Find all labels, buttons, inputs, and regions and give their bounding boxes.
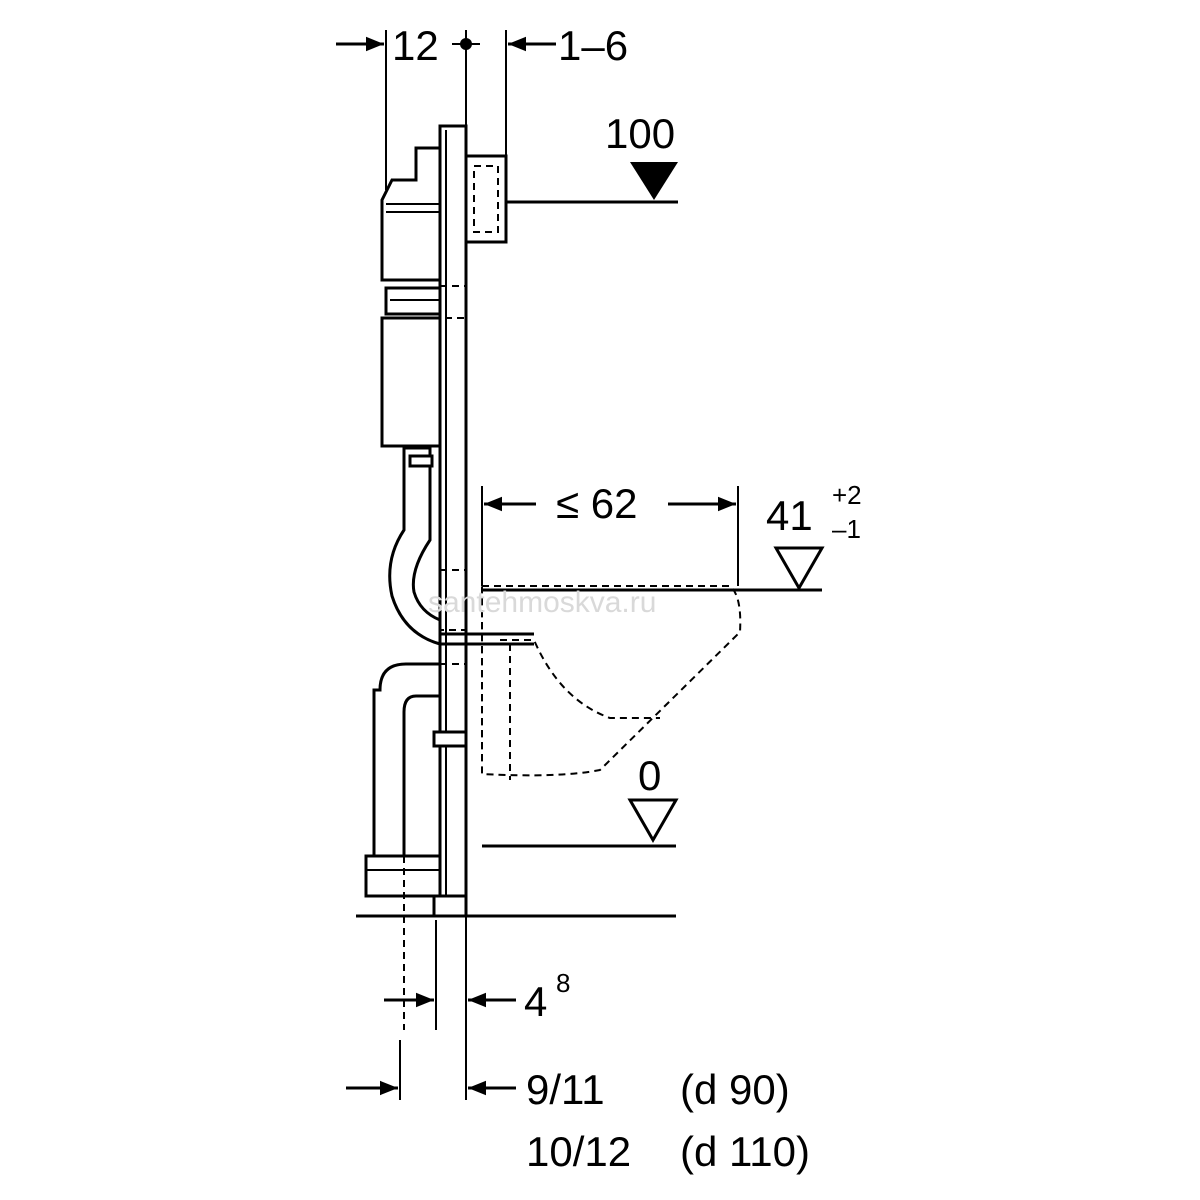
seat-height-marker: 41 +2 –1	[482, 480, 862, 592]
wc-bowl-outline	[481, 585, 742, 780]
watermark-text: santehmoskva.ru	[428, 586, 656, 619]
dim-d90-label: (d 90)	[680, 1066, 790, 1113]
dim-d110-label: (d 110)	[680, 1128, 810, 1175]
bottom-dimensions: 4 8 9/11 (d 90) 10/12 (d 110)	[346, 856, 810, 1175]
dim-41-minus-label: –1	[832, 514, 861, 544]
dim-100-label: 100	[605, 110, 675, 157]
dim-1-6-label: 1–6	[558, 22, 628, 69]
top-dimension: 12 1–6	[336, 22, 628, 190]
dim-4-label: 4	[524, 978, 547, 1025]
dim-12-label: 12	[392, 22, 439, 69]
level-0-marker: 0	[482, 752, 679, 848]
dim-41-label: 41	[766, 492, 813, 539]
level-100-marker: 100	[506, 110, 678, 204]
dim-4-sup-label: 8	[556, 968, 570, 998]
installation-frame	[364, 124, 534, 918]
dim-10-12-label: 10/12	[526, 1128, 631, 1175]
dim-0-label: 0	[638, 752, 661, 799]
projection-dimension: ≤ 62	[481, 480, 739, 586]
dim-9-11-label: 9/11	[526, 1066, 605, 1113]
dim-62-label: ≤ 62	[556, 480, 637, 527]
dim-41-plus-label: +2	[832, 480, 862, 510]
